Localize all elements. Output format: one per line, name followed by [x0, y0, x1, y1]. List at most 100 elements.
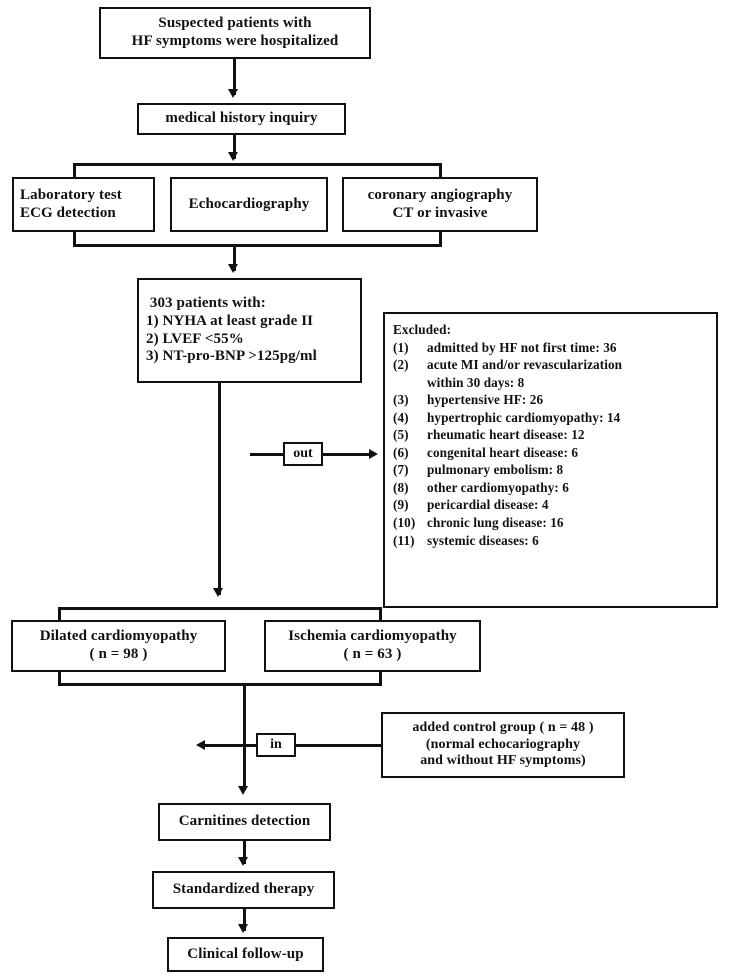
connector-suspected-to-history	[233, 59, 236, 95]
arrowhead-left-stem	[196, 739, 205, 750]
node-laboratory-line-1: Laboratory test	[20, 186, 122, 203]
connector-in-left-segment	[205, 744, 256, 747]
bracket-top-right-stub	[439, 163, 442, 178]
excluded-item-number: (1)	[393, 339, 409, 355]
node-ischemia-cardiomyopathy: Ischemia cardiomyopathy ( n = 63 )	[264, 620, 481, 672]
excluded-item-number: (10)	[393, 515, 416, 531]
node-angiography-line-1: coronary angiography	[367, 186, 513, 203]
excluded-item-text: pericardial disease: 4	[427, 497, 549, 513]
bracket-groups-bottom-right-stub	[379, 672, 382, 686]
node-therapy-label: Standardized therapy	[172, 881, 315, 898]
node-coronary-angiography: coronary angiography CT or invasive	[342, 177, 538, 232]
node-303-line-4: 3) NT-pro-BNP >125pg/ml	[146, 348, 317, 365]
bracket-top-horizontal	[73, 163, 442, 166]
node-303-patients: 303 patients with: 1) NYHA at least grad…	[137, 278, 362, 383]
excluded-item: (8) other cardiomyopathy: 6	[393, 479, 569, 497]
excluded-item: (5) rheumatic heart disease: 12	[393, 426, 585, 444]
bracket-groups-bottom-left-stub	[58, 672, 61, 686]
excluded-item-number: (4)	[393, 409, 409, 425]
excluded-item: (10) chronic lung disease: 16	[393, 514, 564, 532]
node-angiography-line-2: CT or invasive	[392, 204, 488, 221]
tag-out-label: out	[293, 446, 313, 461]
node-laboratory-line-2: ECG detection	[20, 204, 116, 221]
node-carnitines-label: Carnitines detection	[178, 813, 311, 830]
excluded-item: (9) pericardial disease: 4	[393, 496, 549, 514]
excluded-item: (4) hypertrophic cardiomyopathy: 14	[393, 409, 620, 427]
node-excluded-title: Excluded:	[393, 322, 452, 337]
node-303-line-1: 303 patients with:	[146, 295, 266, 312]
node-dilated-line-2: ( n = 98 )	[89, 646, 148, 662]
connector-out-left-segment	[250, 453, 283, 456]
excluded-item: (7) pulmonary embolism: 8	[393, 461, 563, 479]
excluded-item-number: (6)	[393, 444, 409, 460]
node-control-group: added control group ( n = 48 ) (normal e…	[381, 712, 625, 778]
node-suspected-line-1: Suspected patients with	[158, 15, 312, 32]
connector-out-right-segment	[323, 453, 371, 456]
excluded-item-text: acute MI and/or revascularization	[427, 357, 623, 373]
excluded-item-continuation: within 30 days: 8	[427, 374, 525, 390]
node-ischemia-line-2: ( n = 63 )	[343, 646, 402, 662]
excluded-item-text: chronic lung disease: 16	[427, 515, 564, 531]
node-medical-history-label: medical history inquiry	[165, 110, 318, 127]
node-dilated-cardiomyopathy: Dilated cardiomyopathy ( n = 98 )	[11, 620, 226, 672]
tag-out: out	[283, 442, 323, 466]
node-303-line-3: 2) LVEF <55%	[146, 330, 244, 347]
node-followup-label: Clinical follow-up	[187, 945, 304, 962]
excluded-item-number: (11)	[393, 532, 415, 548]
connector-in-right-segment	[296, 744, 381, 747]
node-clinical-followup: Clinical follow-up	[167, 937, 324, 972]
arrowhead-right-excluded	[369, 448, 378, 459]
excluded-item-number: (3)	[393, 392, 409, 408]
excluded-item: (2) acute MI and/or revascularization	[393, 356, 622, 374]
excluded-item-text: congenital heart disease: 6	[427, 444, 579, 460]
bracket-bottom-horizontal	[73, 244, 442, 247]
bracket-groups-top-left-stub	[58, 607, 61, 622]
bracket-bottom-right-stub	[439, 232, 442, 247]
node-echocardiography: Echocardiography	[170, 177, 328, 232]
excluded-item: (6) congenital heart disease: 6	[393, 444, 578, 462]
excluded-item-text: hypertrophic cardiomyopathy: 14	[427, 409, 621, 425]
node-dilated-line-1: Dilated cardiomyopathy	[39, 628, 198, 645]
excluded-item-number: (2)	[393, 357, 409, 373]
excluded-item-number: (5)	[393, 427, 409, 443]
bracket-groups-top-right-stub	[379, 607, 382, 622]
tag-in-label: in	[270, 737, 282, 752]
excluded-item: (1) admitted by HF not first time: 36	[393, 339, 617, 357]
bracket-groups-bottom-horizontal	[58, 683, 382, 686]
node-control-line-3: and without HF symptoms)	[420, 753, 586, 769]
excluded-item-text: systemic diseases: 6	[427, 532, 539, 548]
node-excluded: Excluded: (1) admitted by HF not first t…	[383, 312, 718, 608]
excluded-item-text: admitted by HF not first time: 36	[427, 339, 617, 355]
excluded-item-text: hypertensive HF: 26	[427, 392, 544, 408]
bracket-bottom-left-stub	[73, 232, 76, 247]
arrowhead-down-followup	[238, 924, 249, 933]
connector-groups-to-carnitines	[243, 686, 246, 790]
node-laboratory-test: Laboratory test ECG detection	[12, 177, 155, 232]
excluded-item-text: other cardiomyopathy: 6	[427, 479, 569, 495]
connector-carnitines-to-therapy	[243, 841, 246, 864]
node-carnitines-detection: Carnitines detection	[158, 803, 331, 841]
node-standardized-therapy: Standardized therapy	[152, 871, 335, 909]
node-suspected-line-2: HF symptoms were hospitalized	[131, 33, 339, 49]
excluded-item-text: pulmonary embolism: 8	[427, 462, 564, 478]
node-303-line-2: 1) NYHA at least grade II	[146, 312, 314, 329]
excluded-item-text: rheumatic heart disease: 12	[427, 427, 585, 443]
excluded-item-number: (7)	[393, 462, 409, 478]
arrowhead-down-303	[228, 264, 239, 273]
connector-history-to-bracket	[233, 135, 236, 159]
arrowhead-down-bracket-top	[228, 152, 239, 161]
excluded-item-number: (9)	[393, 497, 409, 513]
node-control-line-2: (normal echocariography	[425, 736, 581, 752]
node-ischemia-line-1: Ischemia cardiomyopathy	[288, 628, 457, 645]
connector-therapy-to-followup	[243, 909, 246, 931]
bracket-groups-top-horizontal	[58, 607, 382, 610]
node-echocardiography-label: Echocardiography	[188, 195, 310, 212]
arrowhead-down-therapy	[238, 857, 249, 866]
excluded-item: (11) systemic diseases: 6	[393, 532, 539, 550]
arrowhead-down-carnitines	[238, 786, 249, 795]
arrowhead-down-groups	[213, 588, 224, 597]
bracket-top-left-stub	[73, 163, 76, 178]
node-suspected-patients: Suspected patients with HF symptoms were…	[99, 7, 371, 59]
node-medical-history: medical history inquiry	[137, 103, 346, 135]
